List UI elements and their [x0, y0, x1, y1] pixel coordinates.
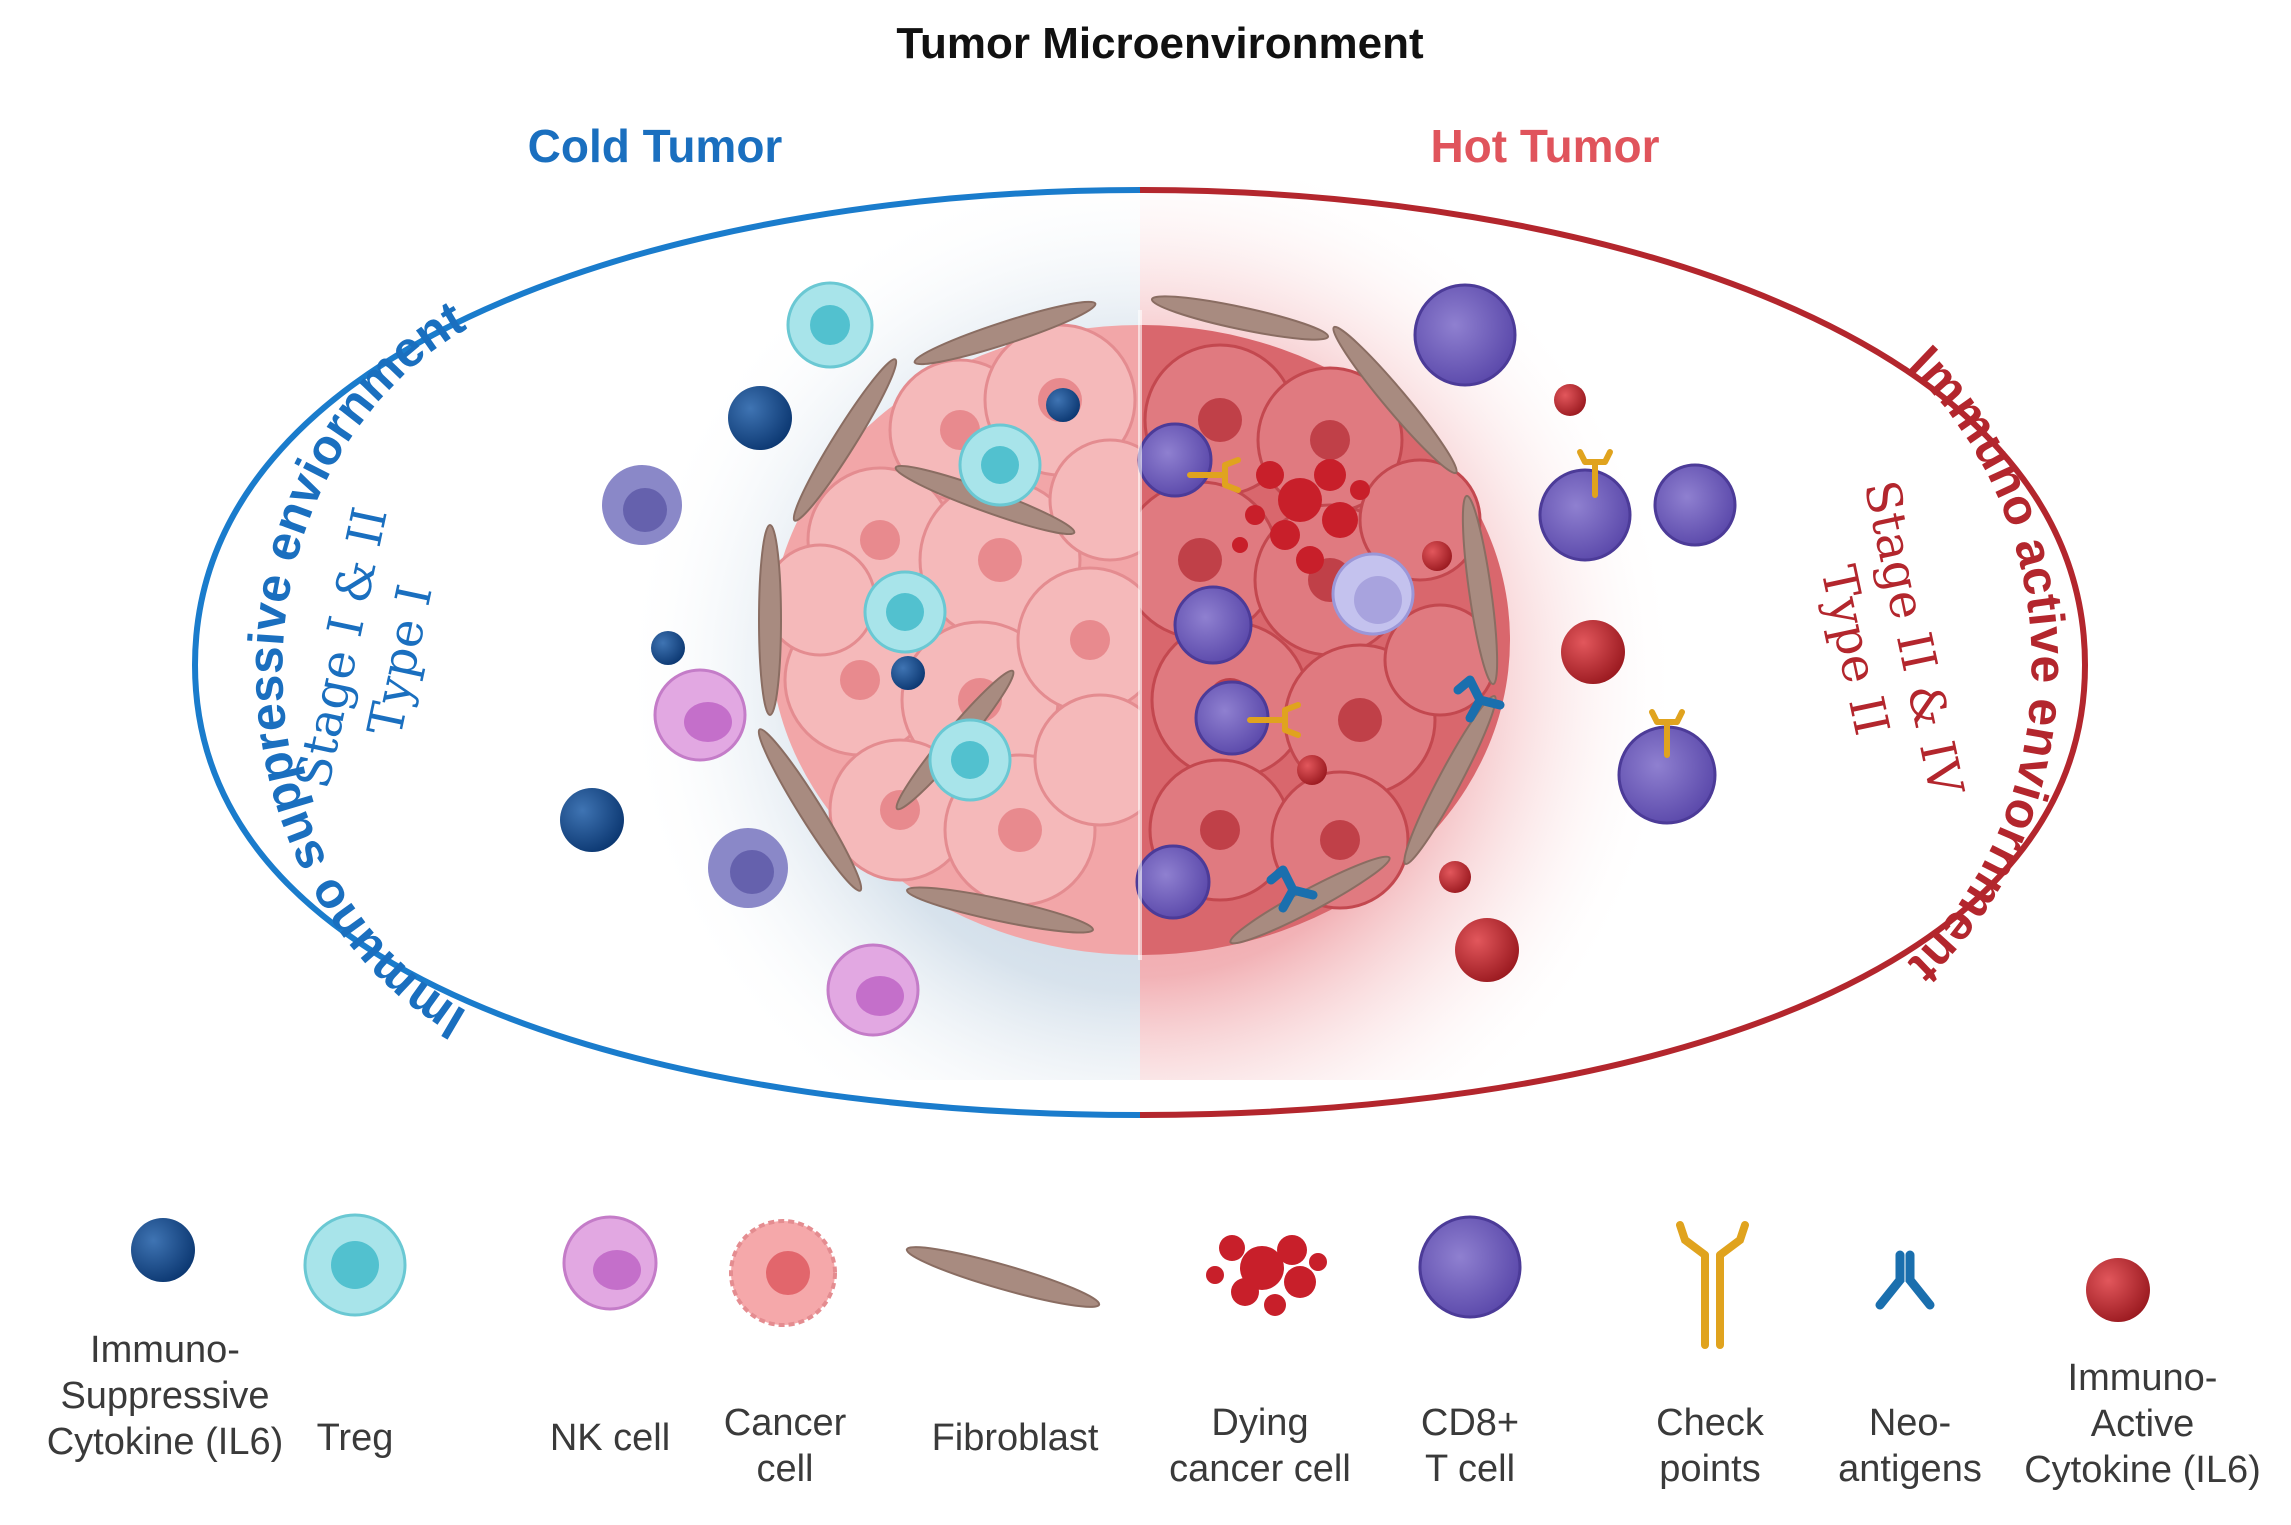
cd8-t-cell	[1538, 468, 1632, 562]
immunoactive-cytokine	[1455, 918, 1519, 982]
immunosuppressive-cytokine	[560, 788, 624, 852]
cold-boundary-arc	[191, 187, 1141, 1118]
legend-label-nk-cell: NK cell	[549, 1417, 671, 1459]
legend-label-dying-cancer-cell: Dying cancer cell	[1169, 1402, 1351, 1490]
legend-label-cd8-t-cell: CD8+ T cell	[1420, 1402, 1520, 1490]
treg-cell	[863, 570, 947, 654]
immunoactive-cytokine	[1439, 861, 1471, 893]
fibroblast	[1403, 694, 1497, 866]
legend-label-fibroblast: Fibroblast	[931, 1417, 1099, 1459]
fibroblast	[906, 886, 1094, 934]
nk-cell	[653, 668, 747, 762]
neoantigen-icon	[1875, 1250, 1935, 1310]
fibroblast	[1332, 325, 1458, 475]
fibroblast	[792, 358, 898, 522]
cd8-t-cell	[1173, 585, 1253, 665]
fibroblast-icon	[905, 1246, 1101, 1308]
immunoactive-cytokine-icon	[2086, 1258, 2150, 1322]
nk-cell-icon	[562, 1215, 658, 1311]
lavender-cell	[1331, 552, 1415, 636]
cd8-t-cell	[1135, 844, 1211, 920]
dying-cancer-cell-icon	[1206, 1235, 1327, 1316]
checkpoint-icon	[1676, 1221, 1749, 1349]
treg-cell	[928, 718, 1012, 802]
immunoactive-cytokine	[1561, 620, 1625, 684]
diagram-title: Tumor Microenvironment	[896, 19, 1424, 68]
cold-cells	[560, 281, 1080, 1037]
cold-tumor-mass	[763, 323, 1140, 955]
neoantigen	[1266, 675, 1505, 913]
cell-blue-grey	[708, 828, 788, 908]
cancer-cell-icon	[729, 1219, 837, 1327]
checkpoint-receptor	[1187, 449, 1685, 758]
tumor-mass	[763, 323, 1510, 955]
legend-label-neoantigens: Neo- antigens	[1838, 1402, 1982, 1490]
fibroblast	[1150, 295, 1330, 341]
hot-tumor-header: Hot Tumor	[1430, 120, 1659, 172]
fibroblast	[758, 524, 782, 716]
legend-label-immunoactive-cytokine: Immuno- Active Cytokine (IL6)	[2024, 1357, 2261, 1491]
legend-label-immunosuppressive-cytokine: Immuno- Suppressive Cytokine (IL6)	[46, 1329, 284, 1463]
immunosuppressive-cytokine-icon	[131, 1218, 195, 1282]
legend-label-checkpoints: Check points	[1656, 1402, 1764, 1490]
hot-cells	[1135, 283, 1737, 982]
dying-cancer-cluster	[1232, 459, 1370, 574]
cd8-t-cell	[1653, 463, 1737, 547]
immunosuppressive-cytokine	[891, 656, 925, 690]
immunosuppressive-cytokine	[651, 631, 685, 665]
legend-icons	[131, 1213, 2150, 1349]
immunoactive-cytokine	[1554, 384, 1586, 416]
fibroblast	[1461, 494, 1499, 686]
treg-cell	[786, 281, 874, 369]
cold-tumor-header: Cold Tumor	[528, 120, 783, 172]
fibroblast	[757, 728, 863, 892]
fibroblast-ring	[757, 295, 1499, 945]
cd8-t-cell	[1137, 422, 1213, 498]
hot-tumor-mass	[1140, 325, 1510, 955]
cell-blue-grey	[602, 465, 682, 545]
immunosuppressive-cytokine	[1046, 388, 1080, 422]
immunoactive-cytokine	[1422, 541, 1452, 571]
hot-boundary-arc	[1139, 187, 2089, 1118]
hot-stage-labels: Stage II & IV Type II	[1809, 476, 1974, 802]
cd8-t-cell-icon	[1418, 1215, 1522, 1319]
legend-label-cancer-cell: Cancer cell	[723, 1402, 847, 1490]
cd8-t-cell	[1413, 283, 1517, 387]
immunoactive-cytokine	[1297, 755, 1327, 785]
treg-cell	[958, 423, 1042, 507]
legend-label-treg: Treg	[316, 1417, 394, 1459]
treg-icon	[303, 1213, 407, 1317]
nk-cell	[826, 943, 920, 1037]
fibroblast	[913, 300, 1097, 366]
immunosuppressive-cytokine	[728, 386, 792, 450]
